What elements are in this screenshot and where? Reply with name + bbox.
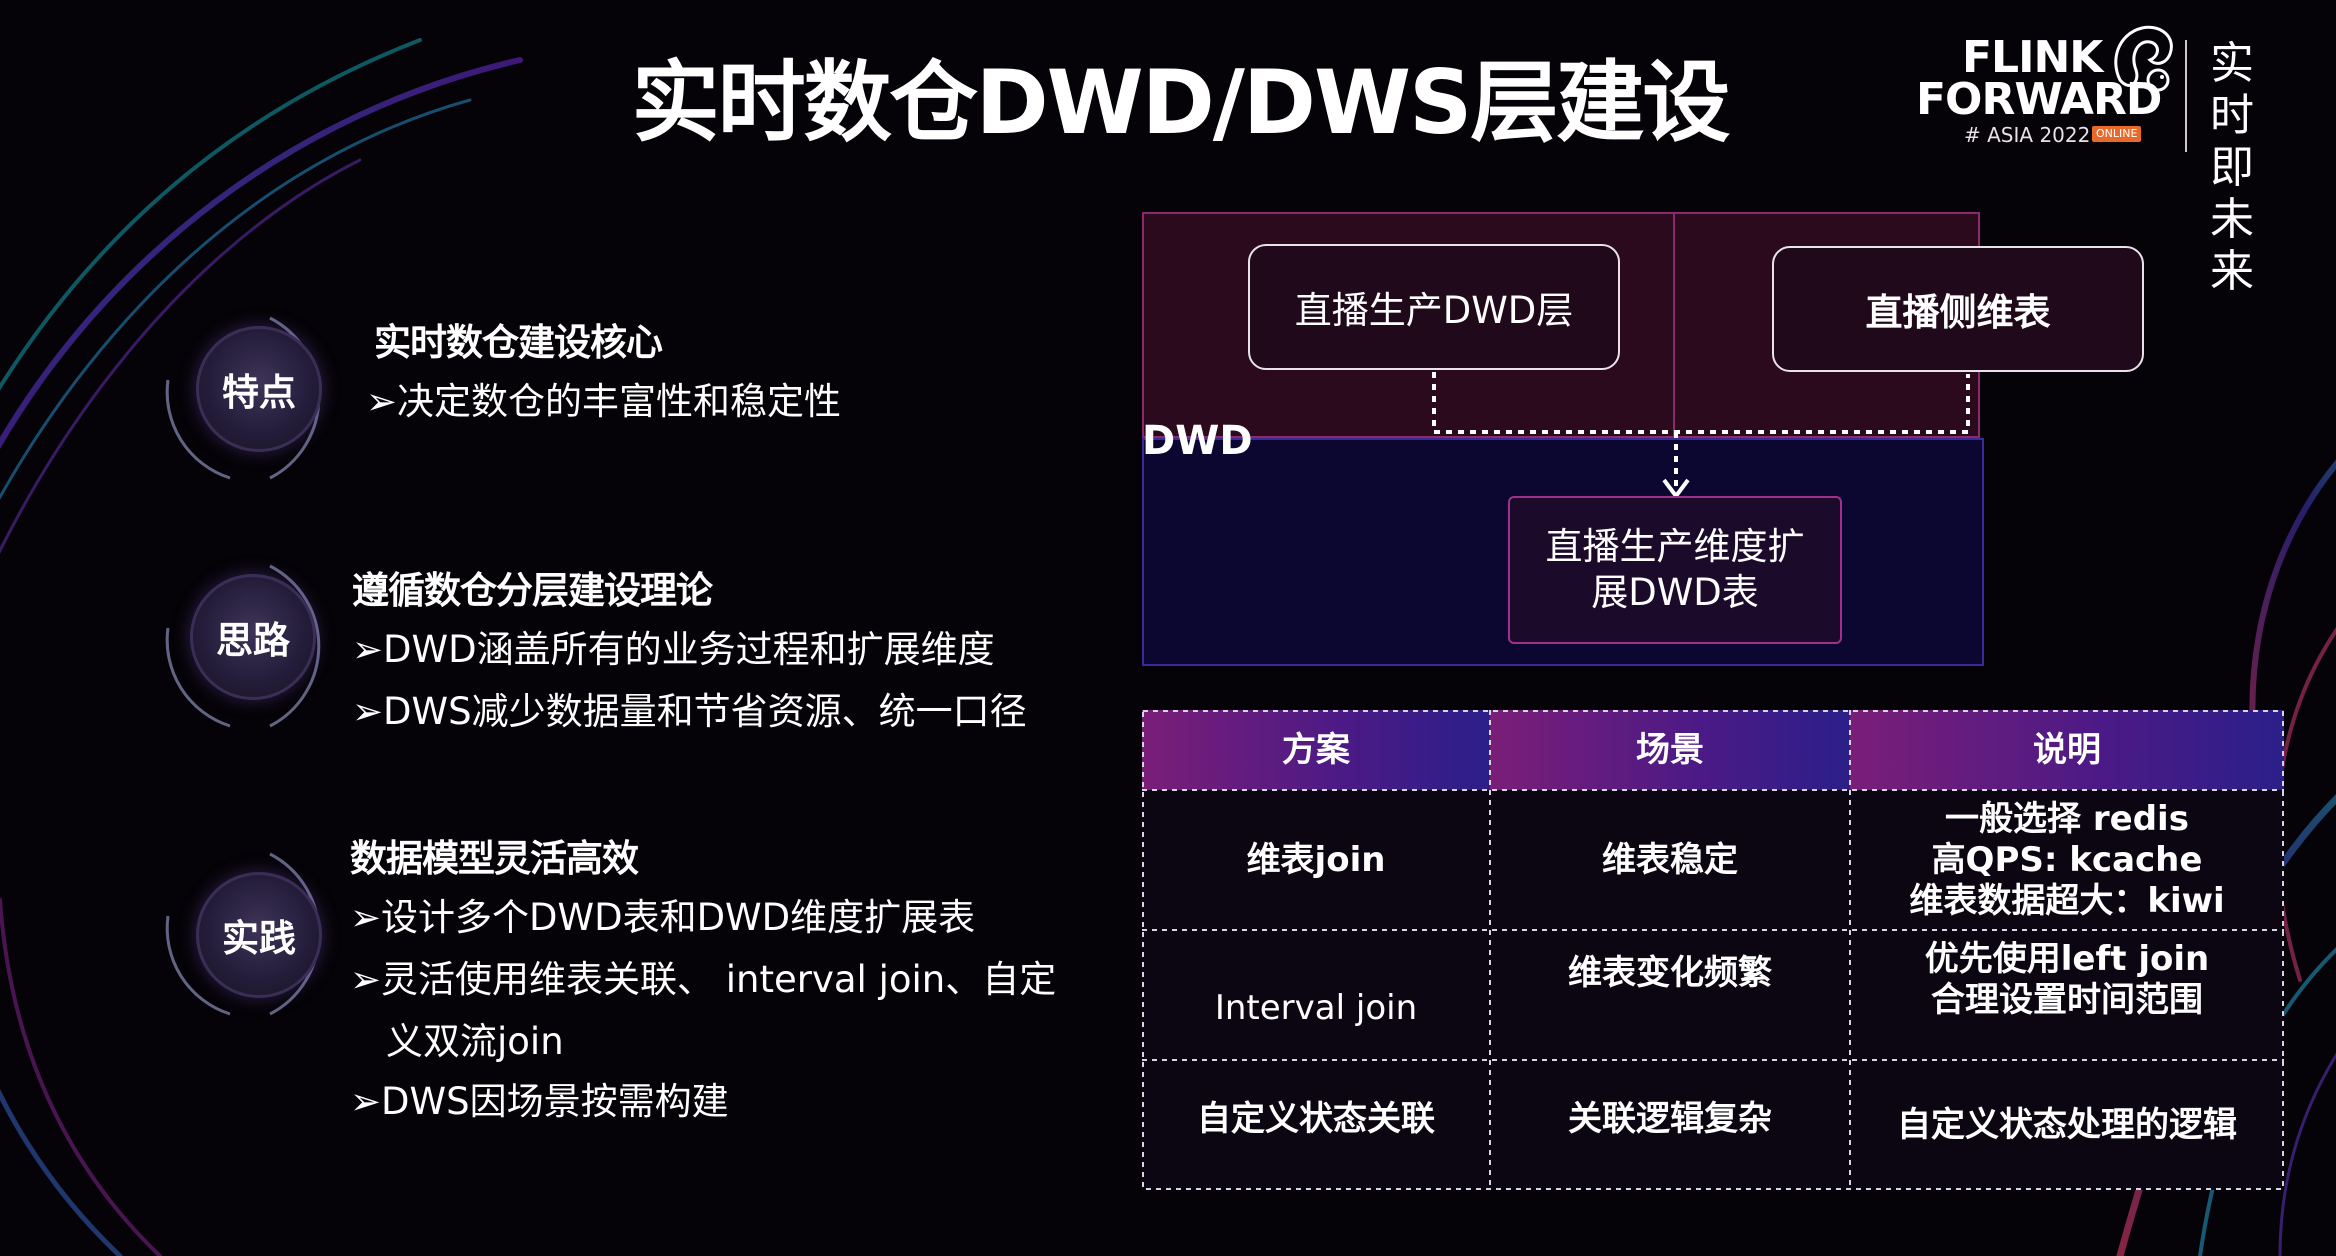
logo-online-badge: ONLINE	[2092, 126, 2142, 142]
table-row-1-desc-line3: 维表数据超大：kiwi	[1909, 880, 2225, 921]
table-header-desc: 说明	[1850, 710, 2284, 790]
table-header-scene: 场景	[1490, 710, 1850, 790]
join-strategy-table: 方案 场景 说明 维表join 维表稳定 一般选择 redis 高QPS: kc…	[1142, 710, 2284, 1190]
badge-approach: 思路	[190, 574, 316, 700]
table-row-2-scene: 维表变化频繁	[1568, 952, 1772, 993]
table-row-1-desc: 一般选择 redis 高QPS: kcache 维表数据超大：kiwi	[1850, 790, 2284, 930]
table-row-2-desc: 优先使用left join 合理设置时间范围	[1850, 930, 2284, 1060]
node-result-line2: 展DWD表	[1591, 571, 1759, 614]
node-live-dim-extended-dwd: 直播生产维度扩 展DWD表	[1508, 496, 1842, 644]
bullet-features-1: ➢决定数仓的丰富性和稳定性	[366, 380, 842, 423]
logo-divider	[2185, 40, 2187, 152]
table-row-1-scene: 维表稳定	[1602, 839, 1738, 880]
table-row-3-desc: 自定义状态处理的逻辑	[1897, 1104, 2237, 1145]
dwd-area-divider	[1673, 212, 1675, 438]
table-header-plan: 方案	[1142, 710, 1490, 790]
badge-practice: 实践	[196, 872, 322, 998]
bullet-practice-1: ➢设计多个DWD表和DWD维度扩展表	[350, 896, 976, 939]
flink-forward-logo: FLINK FORWARD # ASIA 2022 ONLINE 实时即未来	[1910, 20, 2330, 297]
table-grid	[1142, 710, 2284, 1190]
bullet-practice-2-cont: 义双流join	[386, 1020, 564, 1063]
bullet-approach-2: ➢DWS减少数据量和节省资源、统一口径	[352, 690, 1027, 733]
table-row-1-plan: 维表join	[1246, 839, 1386, 880]
table-body-bg	[1142, 790, 2284, 1190]
bullet-approach-1: ➢DWD涵盖所有的业务过程和扩展维度	[352, 628, 995, 671]
page-title: 实时数仓DWD/DWS层建设	[631, 51, 1731, 154]
section-heading-features: 实时数仓建设核心	[374, 321, 663, 364]
node-result-line1: 直播生产维度扩	[1545, 525, 1805, 568]
section-heading-practice: 数据模型灵活高效	[350, 837, 639, 880]
section-heading-approach: 遵循数仓分层建设理论	[352, 569, 713, 612]
logo-slogan: 实时即未来	[2210, 38, 2254, 297]
bullet-practice-3: ➢DWS因场景按需构建	[350, 1080, 729, 1123]
table-row-2-desc-line1: 优先使用left join	[1924, 939, 2210, 979]
node-live-dim-table: 直播侧维表	[1772, 246, 2144, 372]
table-row-1-desc-line1: 一般选择 redis	[1945, 798, 2189, 839]
table-row-3-scene: 关联逻辑复杂	[1568, 1098, 1772, 1139]
bullet-practice-2: ➢灵活使用维表关联、 interval join、自定	[350, 958, 1057, 1001]
logo-asia: # ASIA 2022	[1964, 123, 2091, 147]
badge-arc-2	[165, 564, 321, 728]
table-row-3-plan: 自定义状态关联	[1197, 1098, 1435, 1139]
badge-features: 特点	[196, 326, 322, 452]
table-row-2-plan: Interval join	[1214, 987, 1418, 1028]
table-row-1-desc-line2: 高QPS: kcache	[1931, 839, 2203, 880]
dwd-layer-label: DWD	[1142, 418, 1253, 464]
logo-flink: FLINK	[1962, 32, 2103, 83]
logo-forward: FORWARD	[1916, 74, 2162, 125]
squirrel-icon	[2114, 25, 2173, 92]
node-live-dwd: 直播生产DWD层	[1248, 244, 1620, 370]
table-row-2-desc-line2: 合理设置时间范围	[1931, 980, 2203, 1020]
